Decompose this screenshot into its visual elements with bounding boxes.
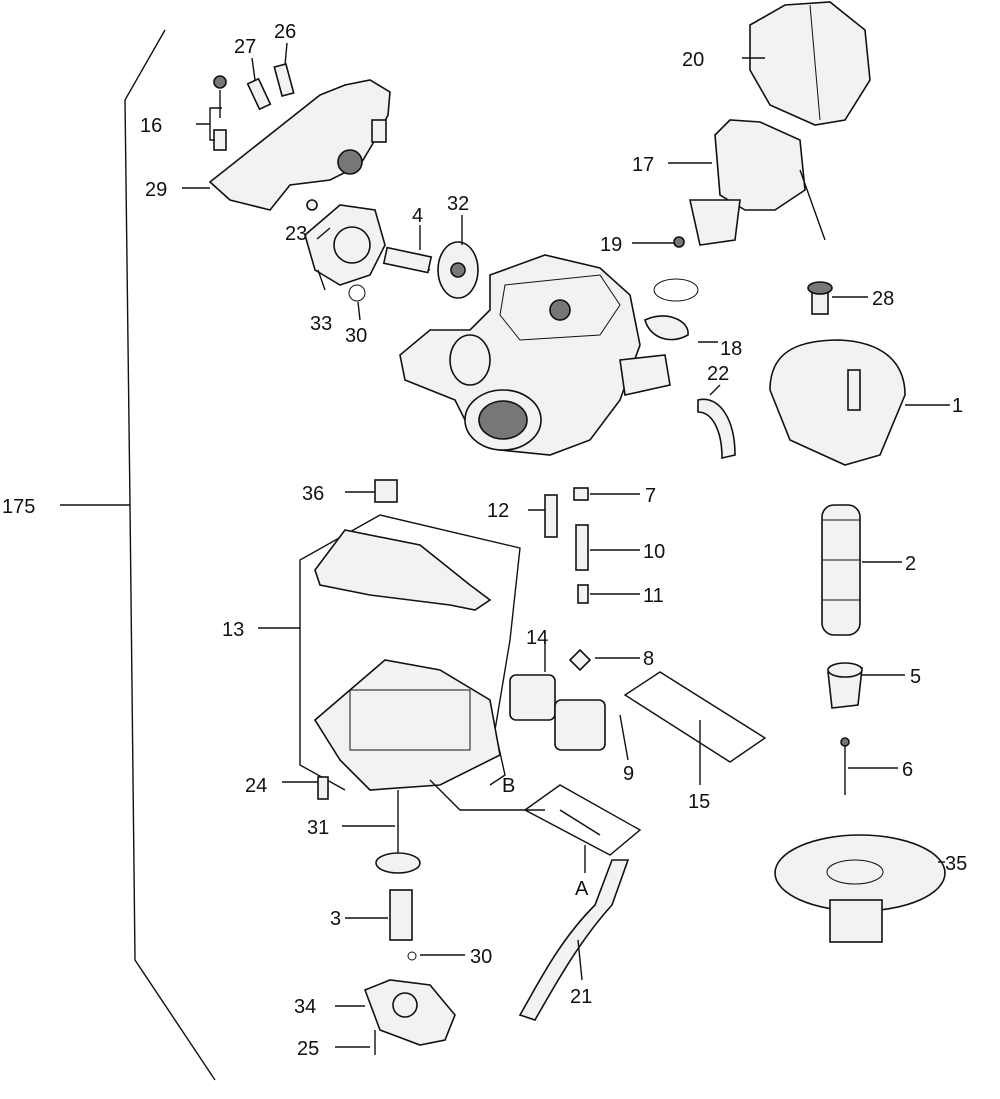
- label-24: 24: [245, 775, 267, 797]
- label-7: 7: [645, 485, 656, 507]
- label-13: 13: [222, 619, 244, 641]
- label-10: 10: [643, 541, 665, 563]
- leader-lines: [182, 42, 950, 1048]
- assembly-bracket: [60, 29, 216, 1081]
- label-22: 22: [707, 363, 729, 385]
- label-28: 28: [872, 288, 894, 310]
- label-175: 175: [2, 496, 35, 518]
- label-1: 1: [952, 395, 963, 417]
- label-30-upper: 30: [345, 325, 367, 347]
- label-9: 9: [623, 763, 634, 785]
- label-32: 32: [447, 193, 469, 215]
- label-5: 5: [910, 666, 921, 688]
- label-27: 27: [234, 36, 256, 58]
- label-6: 6: [902, 759, 913, 781]
- label-20: 20: [682, 49, 704, 71]
- label-35: 35: [945, 853, 967, 875]
- label-21: 21: [570, 986, 592, 1008]
- label-2: 2: [905, 553, 916, 575]
- label-B: B: [502, 775, 515, 797]
- label-19: 19: [600, 234, 622, 256]
- top-right-parts: [644, 1, 871, 460]
- label-23: 23: [285, 223, 307, 245]
- right-column-parts: [769, 281, 946, 943]
- float-and-kit-parts: [509, 671, 767, 856]
- label-29: 29: [145, 179, 167, 201]
- label-14: 14: [526, 627, 548, 649]
- label-15: 15: [688, 791, 710, 813]
- label-18: 18: [720, 338, 742, 360]
- side-cover-parts: [304, 199, 479, 302]
- label-31: 31: [307, 817, 329, 839]
- label-34: 34: [294, 996, 316, 1018]
- label-17: 17: [632, 154, 654, 176]
- label-3: 3: [330, 908, 341, 930]
- callout-labels: 175 1 2 3 4 5 6 7 8 9 10 11 12 13 14 15 …: [2, 21, 967, 1060]
- float-chamber-parts: [299, 479, 521, 800]
- label-26: 26: [274, 21, 296, 43]
- label-12: 12: [487, 500, 509, 522]
- label-11: 11: [643, 585, 664, 607]
- label-33: 33: [310, 313, 332, 335]
- bottom-parts: [363, 790, 630, 1055]
- carburetor-body-part: [399, 254, 671, 456]
- jet-parts: [544, 487, 592, 672]
- label-16: 16: [140, 115, 162, 137]
- label-8: 8: [643, 648, 654, 670]
- choke-bracket-part: [208, 79, 391, 211]
- label-4: 4: [412, 205, 423, 227]
- label-36: 36: [302, 483, 324, 505]
- label-25: 25: [297, 1038, 319, 1060]
- label-A: A: [575, 878, 589, 900]
- label-30-lower: 30: [470, 946, 492, 968]
